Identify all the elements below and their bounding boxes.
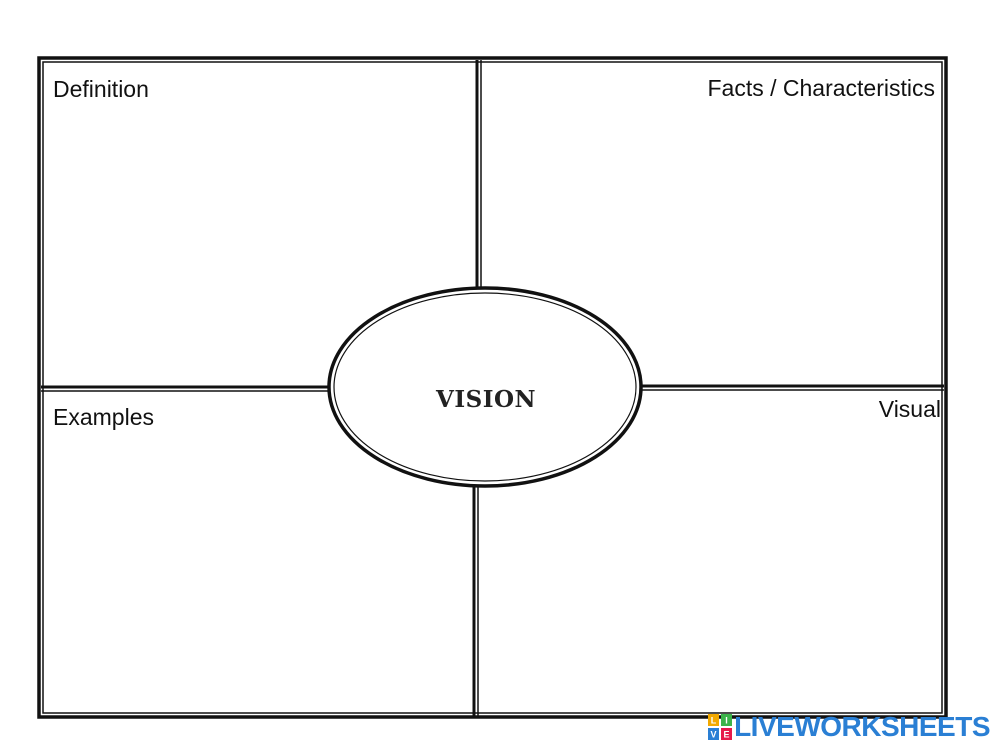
facts-characteristics-label: Facts / Characteristics [707,75,936,101]
liveworksheets-watermark: L I V E LIVEWORKSHEETS [708,712,990,742]
svg-text:I: I [725,716,728,726]
svg-text:L: L [711,716,717,726]
center-term: VISION [435,386,537,413]
liveworksheets-logo-icon: L I V E [708,714,733,740]
svg-text:V: V [711,730,717,740]
svg-text:E: E [724,730,730,740]
watermark-text: LIVEWORKSHEETS [734,711,990,742]
definition-label: Definition [53,76,149,102]
visual-label: Visual [878,396,941,422]
center-oval [327,286,643,488]
outer-border [37,56,948,719]
examples-label: Examples [53,404,154,430]
